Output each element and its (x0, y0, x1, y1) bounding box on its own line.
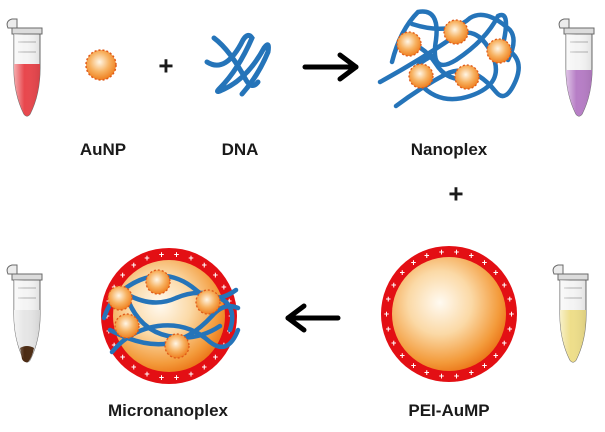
plus-operator: + (448, 178, 464, 209)
label-micronanoplex: Micronanoplex (108, 401, 228, 420)
arrow-right-icon (302, 52, 359, 82)
label-dna: DNA (221, 140, 259, 159)
charge-plus-glyph: + (424, 251, 429, 261)
charge-plus-glyph: + (159, 250, 164, 260)
nanoparticle-icon (85, 49, 117, 81)
label-aunp: AuNP (79, 140, 127, 159)
charge-plus-glyph: + (400, 350, 405, 360)
charge-plus-glyph: + (439, 247, 444, 257)
charge-plus-glyph: + (227, 296, 232, 306)
charge-plus-glyph: + (174, 373, 179, 383)
tube-icon (6, 18, 43, 117)
charge-plus-glyph: + (202, 260, 207, 270)
charge-plus-glyph: + (221, 282, 226, 292)
charge-plus-glyph: + (111, 282, 116, 292)
charge-plus-glyph: + (454, 247, 459, 257)
charge-plus-glyph: + (439, 371, 444, 381)
charge-plus-glyph: + (502, 338, 507, 348)
charge-plus-glyph: + (482, 360, 487, 370)
charge-plus-glyph: + (386, 294, 391, 304)
charge-plus-glyph: + (174, 250, 179, 260)
dna-strand-icon (204, 32, 271, 97)
charge-plus-glyph: + (213, 270, 218, 280)
charge-plus-glyph: + (384, 309, 389, 319)
charge-plus-glyph: + (482, 258, 487, 268)
charge-plus-glyph: + (509, 309, 514, 319)
charge-plus-glyph: + (424, 367, 429, 377)
charge-plus-glyph: + (454, 371, 459, 381)
charge-plus-glyph: + (188, 253, 193, 263)
charge-plus-glyph: + (411, 258, 416, 268)
charge-plus-glyph: + (213, 352, 218, 362)
microparticle-icon: ++++++++++++++++++++++++++ (381, 246, 517, 382)
tube-icon (558, 18, 595, 117)
charge-plus-glyph: + (502, 280, 507, 290)
charge-plus-glyph: + (131, 362, 136, 372)
charge-plus-glyph: + (507, 294, 512, 304)
charge-plus-glyph: + (411, 360, 416, 370)
charge-plus-glyph: + (391, 280, 396, 290)
charge-plus-glyph: + (120, 352, 125, 362)
label-nanoplex: Nanoplex (410, 140, 488, 159)
charge-plus-glyph: + (386, 324, 391, 334)
charge-plus-glyph: + (469, 251, 474, 261)
charge-plus-glyph: + (111, 340, 116, 350)
plus-operator: + (158, 50, 174, 81)
tube-icon (552, 264, 589, 363)
charge-plus-glyph: + (400, 268, 405, 278)
micronanoplex-icon: ++++++++++++++++++++++++++ (101, 248, 241, 384)
charge-plus-glyph: + (131, 260, 136, 270)
charge-plus-glyph: + (144, 369, 149, 379)
arrow-left-icon (285, 303, 341, 333)
charge-plus-glyph: + (159, 373, 164, 383)
charge-plus-glyph: + (202, 362, 207, 372)
tube-icon (6, 264, 43, 363)
charge-plus-glyph: + (507, 324, 512, 334)
charge-plus-glyph: + (144, 253, 149, 263)
charge-plus-glyph: + (493, 268, 498, 278)
charge-plus-glyph: + (391, 338, 396, 348)
nanoplex-icon (377, 9, 521, 109)
charge-plus-glyph: + (188, 369, 193, 379)
charge-plus-glyph: + (120, 270, 125, 280)
charge-plus-glyph: + (493, 350, 498, 360)
label-pei-aump: PEI-AuMP (408, 401, 490, 420)
charge-plus-glyph: + (469, 367, 474, 377)
